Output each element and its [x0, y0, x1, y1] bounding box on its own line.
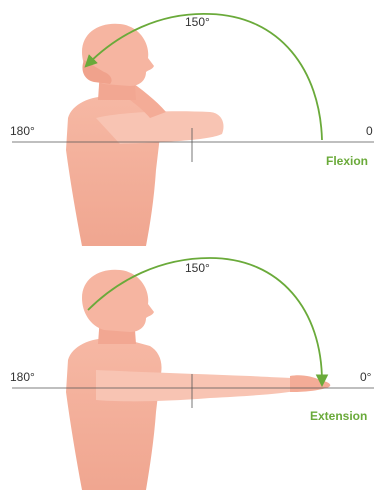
flexion-right-label: 0: [366, 124, 373, 138]
extension-torso: [66, 338, 162, 490]
flexion-motion-label: Flexion: [326, 154, 368, 168]
extension-motion-label: Extension: [310, 409, 367, 423]
extension-arm: [96, 370, 302, 401]
flexion-panel: 150° 180° 0 Flexion: [10, 14, 374, 246]
flexion-left-label: 180°: [10, 124, 35, 138]
extension-left-label: 180°: [10, 370, 35, 384]
extension-hand: [290, 375, 330, 392]
extension-right-label: 0°: [360, 370, 372, 384]
extension-arc-angle-label: 150°: [185, 261, 210, 275]
extension-head: [82, 270, 154, 332]
extension-figure: [66, 270, 330, 490]
flexion-figure: [66, 24, 224, 246]
extension-panel: 150° 180° 0° Extension: [10, 258, 374, 490]
flexion-arc-angle-label: 150°: [185, 15, 210, 29]
